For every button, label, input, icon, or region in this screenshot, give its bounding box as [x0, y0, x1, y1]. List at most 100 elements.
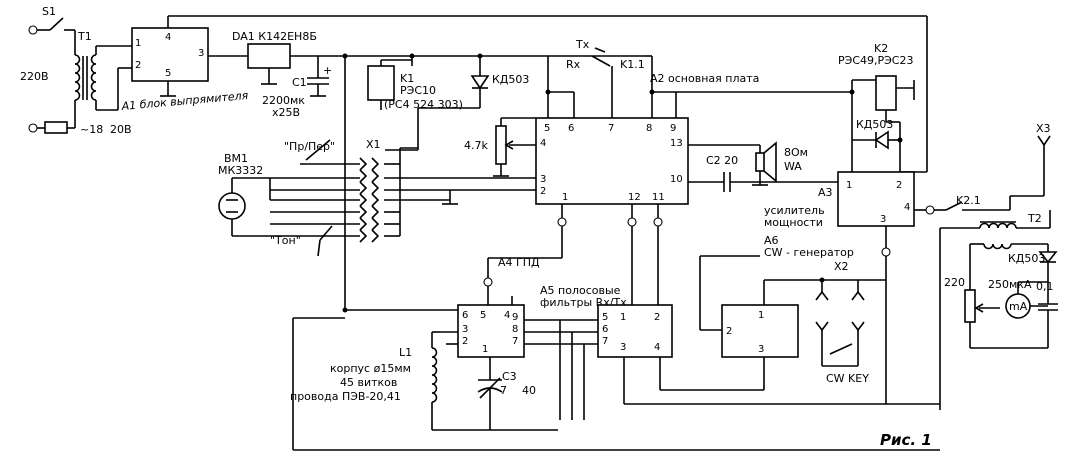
- a6-cw-generator: [721, 304, 799, 358]
- a3-power-amplifier: [837, 171, 915, 227]
- t2-label: T2: [1027, 212, 1042, 225]
- a6-pin-1: 1: [758, 310, 764, 321]
- a2-pin-8: 8: [646, 123, 652, 134]
- k2-diode: [874, 130, 889, 150]
- a3-pin-3: 3: [880, 214, 886, 225]
- a2-pin-9: 9: [670, 123, 676, 134]
- a6-pin-2: 2: [726, 326, 732, 337]
- x1-label: X1: [366, 138, 381, 151]
- figure-caption: Рис. 1: [880, 431, 932, 449]
- a4-label: А4 ГПД: [498, 256, 540, 269]
- fuse: [44, 121, 68, 134]
- a3-output-connector: [925, 205, 935, 215]
- r-4-7k-label: 4.7k: [464, 139, 488, 152]
- transformer-t1: [74, 45, 132, 111]
- a5-pin-5: 5: [602, 312, 608, 323]
- c3-ref: С3: [502, 370, 517, 383]
- x1-connector: [359, 157, 380, 243]
- a5-pin-4: 4: [654, 342, 660, 353]
- a5-bandpass-filters: [597, 304, 673, 358]
- a3-label-3: мощности: [764, 216, 823, 229]
- speaker-ref: WA: [784, 160, 802, 173]
- k2-relay-coil: [875, 75, 897, 111]
- k1-diode-label: КД503: [492, 73, 529, 86]
- a2-pin-13: 13: [670, 138, 683, 149]
- a5-pin-7: 7: [602, 336, 608, 347]
- a4-pin-6: 6: [462, 310, 468, 321]
- c-0-1-label: 0,1: [1036, 280, 1054, 293]
- k2-diode-label: КД503: [856, 118, 893, 131]
- ton-button: [319, 225, 333, 241]
- r-220-label: 220: [944, 276, 965, 289]
- da1-label: DA1 К142ЕН8Б: [232, 30, 317, 43]
- a2-pin-3: 3: [540, 174, 546, 185]
- c1-ref: C1: [292, 76, 307, 89]
- k2-type: РЭС49,РЭС23: [838, 54, 913, 67]
- k1-relay-coil: [367, 65, 395, 101]
- a1-rectifier-block: [131, 27, 209, 82]
- a2-pin-5: 5: [544, 123, 550, 134]
- l1-note-3: провода ПЭВ-20,41: [290, 390, 401, 403]
- a2-pin-12: 12: [628, 192, 641, 203]
- l1-note-2: 45 витков: [340, 376, 397, 389]
- c1-value: 2200мк: [262, 94, 305, 107]
- mains-input: [28, 17, 76, 134]
- ma-meter-range: 250мкА: [988, 278, 1032, 291]
- l1-coil: [431, 347, 438, 403]
- mic-type-label: МК3332: [218, 164, 263, 177]
- speaker-wa: [755, 152, 765, 172]
- a1-pin-1: 1: [135, 38, 141, 49]
- a3-label-2: усилитель: [764, 204, 825, 217]
- k1-passport: (РС4 524 303): [384, 98, 463, 111]
- a2-pin-11: 11: [652, 192, 665, 203]
- c1-voltage: х25В: [272, 106, 300, 119]
- a2-pin-6: 6: [568, 123, 574, 134]
- rx-label: Rx: [566, 58, 581, 71]
- a2-pin-1: 1: [562, 192, 568, 203]
- a2-pin-4: 4: [540, 138, 546, 149]
- a1-pin-4: 4: [165, 32, 171, 43]
- k1-diode: [470, 75, 490, 90]
- a3-pin-2: 2: [896, 180, 902, 191]
- x2-label: X2: [834, 260, 849, 273]
- da1-regulator: [247, 43, 291, 69]
- a6-pin-3: 3: [758, 344, 764, 355]
- a2-label: А2 основная плата: [650, 72, 759, 85]
- c1-polarity: +: [323, 64, 332, 77]
- k1-contact-label: K1.1: [620, 58, 645, 71]
- t1-label: T1: [77, 30, 92, 43]
- a4-pin-3: 3: [462, 324, 468, 335]
- a1-block-label: А1 блок выпрямителя: [120, 89, 249, 113]
- a5-pin-2: 2: [654, 312, 660, 323]
- a2-pin-7: 7: [608, 123, 614, 134]
- a3-label-1: А3: [818, 186, 833, 199]
- a1-pin-2: 2: [135, 60, 141, 71]
- t2-diode: [1038, 251, 1058, 264]
- a4-pin-1: 1: [482, 344, 488, 355]
- a3-pin-4: 4: [904, 202, 910, 213]
- a5-pin-6: 6: [602, 324, 608, 335]
- secondary-voltage-1: ~18: [80, 123, 103, 136]
- a6-label-2: CW - генератор: [764, 246, 854, 259]
- k2-ref: K2: [874, 42, 888, 55]
- ma-meter-symbol: mA: [1009, 300, 1028, 313]
- a5-pin-3: 3: [620, 342, 626, 353]
- pr-per-button: [305, 139, 331, 161]
- mains-voltage-label: 220В: [20, 70, 49, 83]
- cw-key-contact: [829, 343, 853, 355]
- s1-label: S1: [42, 5, 56, 18]
- pr-per-label: "Пр/Пер": [284, 140, 335, 153]
- l1-note-1: корпус ø15мм: [330, 362, 411, 375]
- a2-main-board: [535, 117, 689, 205]
- a4-pin-2: 2: [462, 336, 468, 347]
- speaker-ohm: 8Ом: [784, 146, 808, 159]
- k2-1-contact: [945, 201, 963, 211]
- r-220: [964, 289, 976, 323]
- switch-s1: [49, 17, 64, 31]
- ton-label: "Тон": [270, 234, 301, 247]
- cw-key-label: CW KEY: [826, 372, 869, 385]
- a2-pin-10: 10: [670, 174, 683, 185]
- x3-label: X3: [1036, 122, 1051, 135]
- a6-label-1: А6: [764, 234, 779, 247]
- a4-pin-7: 7: [512, 336, 518, 347]
